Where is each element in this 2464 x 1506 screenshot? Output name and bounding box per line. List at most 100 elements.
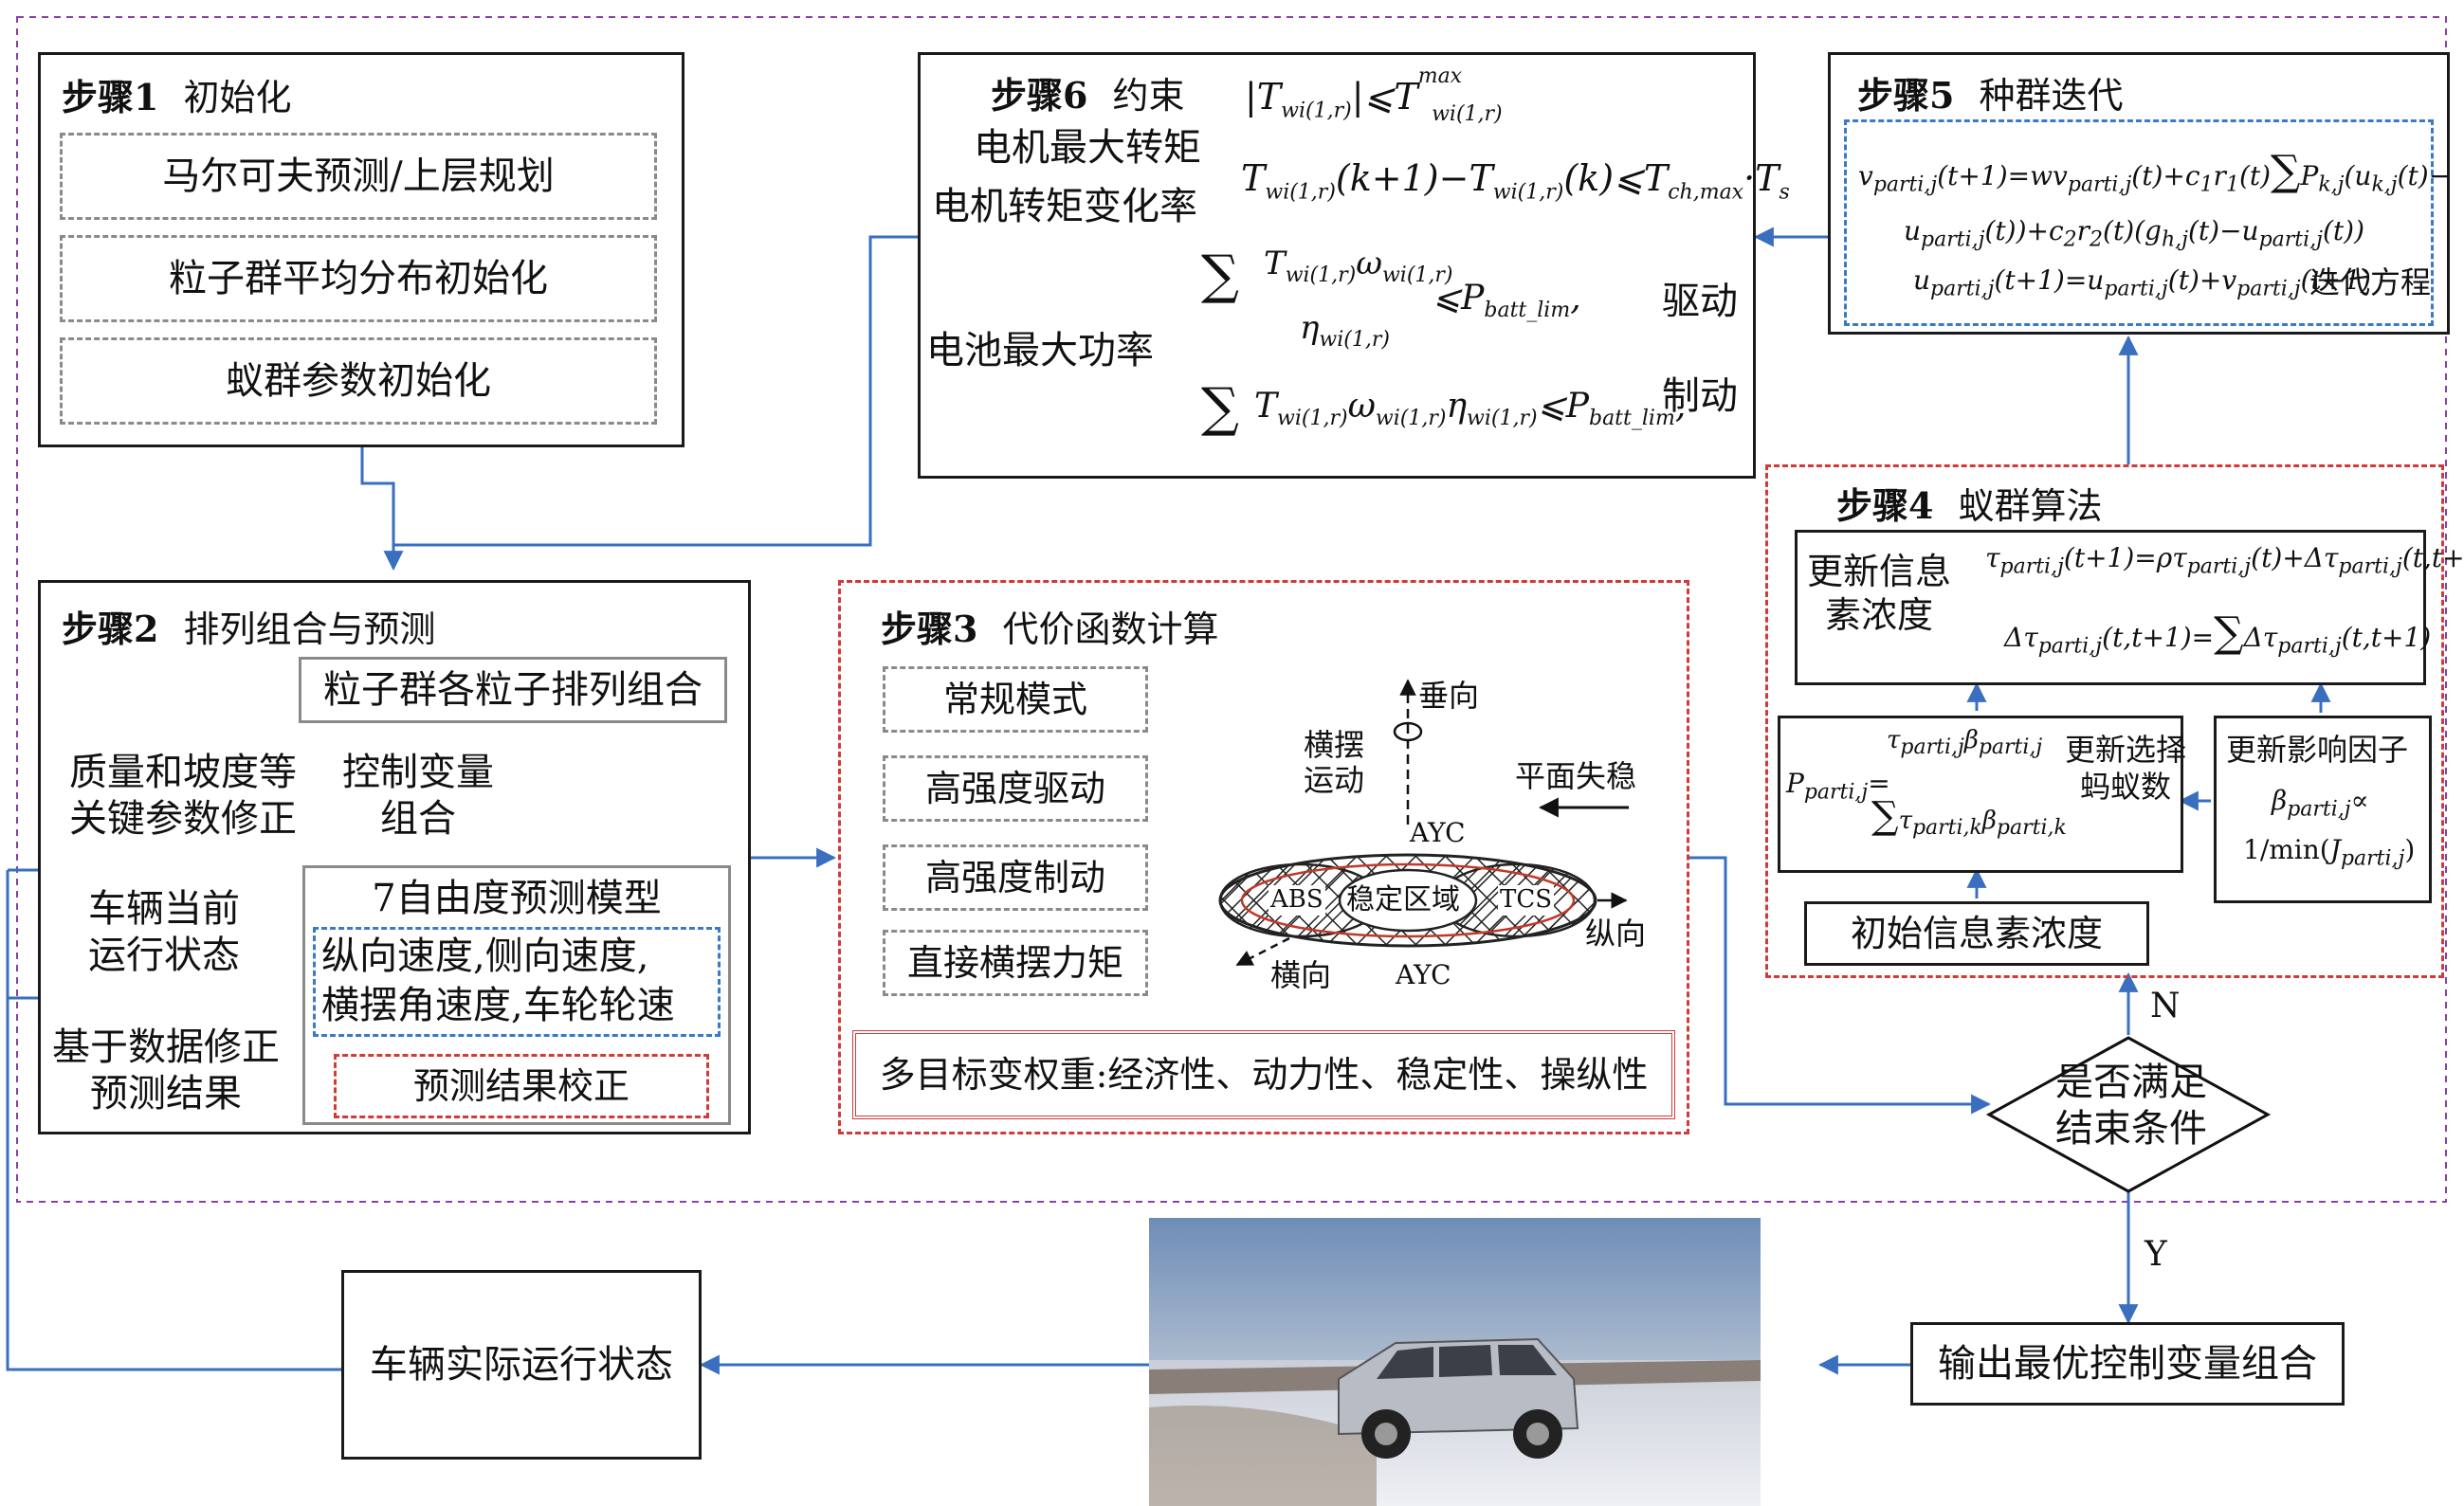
stable-region [1338,868,1478,933]
mode-high-drive: 高强度驱动 [883,755,1148,822]
formula-power-drive-den: ηwi(1,r) [1300,309,1390,352]
formula-torque-rate: Twi(1,r)(k+1)−Twi(1,r)(k)⩽Tch,max·Ts [1241,157,1790,205]
label-yaw: 横摆 运动 [1304,728,1364,798]
step4-name: 蚁群算法 [1958,485,2103,527]
step2-panel: 步骤2 排列组合与预测 粒子群各粒子排列组合 质量和坡度等 关键参数修正 控制变量… [38,580,751,1134]
result-fix-box: 预测结果校正 [334,1054,709,1118]
prediction-model-box: 7自由度预测模型 纵向速度,侧向速度, 横摆角速度,车轮轮速 预测结果校正 [302,865,731,1125]
eq-position: uparti,j(t+1)=uparti,j(t)+vparti,j(t+1) [1913,264,2371,301]
param-fix-text: 质量和坡度等 关键参数修正 [69,750,297,843]
iteration-equation-box: vparti,j(t+1)=wvparti,j(t)+c1r1(t)∑Pk,j(… [1844,119,2451,326]
update-select-line2: 蚂蚁数 [2080,769,2172,806]
eq-select-num: τparti,jβparti,j [1887,726,2043,760]
model-title: 7自由度预测模型 [372,877,662,920]
line-step2-to-step6 [393,235,918,547]
mode-high-brake: 高强度制动 [883,844,1148,911]
step2-title: 步骤2 排列组合与预测 [62,600,435,652]
current-state-line2: 运行状态 [88,933,240,977]
mode-dyc: 直接横摆力矩 [883,930,1148,996]
label-abs: ABS [1269,885,1325,916]
eq-velocity-line1: vparti,j(t+1)=wvparti,j(t)+c1r1(t)∑Pk,j(… [1858,147,2452,197]
step4-title: 步骤4 蚁群算法 [1836,477,2102,529]
step5-name: 种群迭代 [1979,75,2124,117]
vehicle [1338,1337,1579,1459]
step1-name: 初始化 [183,77,292,118]
param-fix-line2: 关键参数修正 [69,796,297,841]
param-fix-line1: 质量和坡度等 [69,751,297,794]
update-factor-box: 更新影响因子 βparti,j∝ 1/min(Jparti,j) [2214,716,2432,903]
weights-box: 多目标变权重:经济性、动力性、稳定性、操纵性 [852,1030,1675,1119]
update-select-label: 更新选择 蚂蚁数 [2065,732,2186,806]
current-state-line1: 车辆当前 [88,887,240,931]
step1-title: 步骤1 初始化 [62,68,291,120]
eq-factor-den: 1/min(Jparti,j) [2243,834,2416,871]
decision-line1: 是否满足 [2055,1061,2207,1104]
eq-velocity-line2: uparti,j(t))+c2r2(t)(gh,j(t)−uparti,j(t)… [1904,215,2365,252]
eq-pheromone-update: τparti,j(t+1)=ρτparti,j(t)+Δτparti,j(t,t… [1985,542,2464,579]
outer-loop-frame [16,16,2447,1203]
step2-name: 排列组合与预测 [183,608,436,650]
step4-panel: 步骤4 蚁群算法 更新信息 素浓度 τparti,j(t+1)=ρτparti,j… [1765,464,2464,978]
update-select-line1: 更新选择 [2065,732,2187,768]
feedback-line [6,870,341,1371]
yaw-rotation [1393,721,1423,742]
update-pheromone-box: 更新信息 素浓度 τparti,j(t+1)=ρτparti,j(t)+Δτpa… [1795,530,2464,685]
label-lateral: 横向 [1270,957,1332,993]
step1-number: 步骤1 [62,76,159,118]
update-pheromone-line1: 更新信息 [1807,551,1952,592]
label-yaw-line2: 运动 [1304,761,1365,798]
label-battery-max-power: 电池最大功率 [926,329,1154,372]
step4-number: 步骤4 [1836,484,1934,527]
model-vars-line2: 横摆角速度,车轮轮速 [321,984,675,1027]
update-select-box: Pparti,j= τparti,jβparti,j ∑τparti,kβpar… [1778,716,2186,873]
red-boundary [1240,862,1576,938]
label-longitudinal: 纵向 [1585,916,1647,952]
eq-factor: βparti,j∝ [2272,785,2369,822]
label-yaw-line1: 横摆 [1304,727,1365,763]
formula-power-brake: ∑ [1201,377,1239,439]
update-pheromone-line2: 素浓度 [1825,594,1934,637]
control-combo-text: 控制变量 组合 [342,750,494,843]
formula-power-drive-rhs: ⩽Pbatt_lim, [1433,279,1581,323]
init-pheromone-box: 初始信息素浓度 [1804,901,2149,966]
current-state-text: 车辆当前 运行状态 [88,886,240,979]
vehicle-photo-svg [1149,1218,1761,1506]
formula-power-drive-num: Twi(1,r)ωwi(1,r) [1264,245,1453,287]
lateral-axis [1235,936,1290,967]
label-ayc-bottom: AYC [1396,959,1451,990]
decision-line2: 结束条件 [2055,1106,2207,1151]
formula-power-drive: ∑ [1201,245,1239,306]
label-motor-max-torque: 电机最大转矩 [974,126,1201,170]
control-combo-line1: 控制变量 [342,751,494,794]
arrow-step3-to-decision [1689,856,1992,1115]
formula-max-torque: |Twi(1,r)|⩽Tmaxwi(1,r) [1245,64,1503,126]
data-fix-text: 基于数据修正 预测结果 [52,1025,280,1117]
step6-name: 约束 [1112,75,1185,117]
label-brake: 制动 [1662,374,1738,418]
model-vars-box: 纵向速度,侧向速度, 横摆角速度,车轮轮速 [313,927,721,1037]
control-combo-line2: 组合 [380,796,456,841]
step3-number: 步骤3 [881,608,978,650]
decision-yes-label: Y [2145,1235,2167,1274]
mode-normal: 常规模式 [883,666,1148,733]
particle-combo-box: 粒子群各粒子排列组合 [299,657,727,723]
update-factor-label: 更新影响因子 [2226,732,2409,768]
vehicle-photo [1149,1218,1761,1506]
decision-diamond [1985,1036,2272,1193]
label-tcs: TCS [1498,885,1555,916]
label-motor-torque-rate: 电机转矩变化率 [932,185,1197,228]
label-ayc-top: AYC [1410,817,1466,848]
label-plane-instability: 平面失稳 [1515,758,1637,794]
eq-select-den: ∑τparti,kβparti,k [1871,794,2067,841]
step1-item-markov: 马尔可夫预测/上层规划 [60,133,657,220]
step2-number: 步骤2 [62,608,159,650]
formula-power-brake-expr: Twi(1,r)ωwi(1,r)ηwi(1,r)⩽Pbatt_lim, [1254,387,1687,431]
label-stable: 稳定区域 [1346,883,1460,916]
decision-text: 是否满足 结束条件 [2055,1060,2207,1152]
